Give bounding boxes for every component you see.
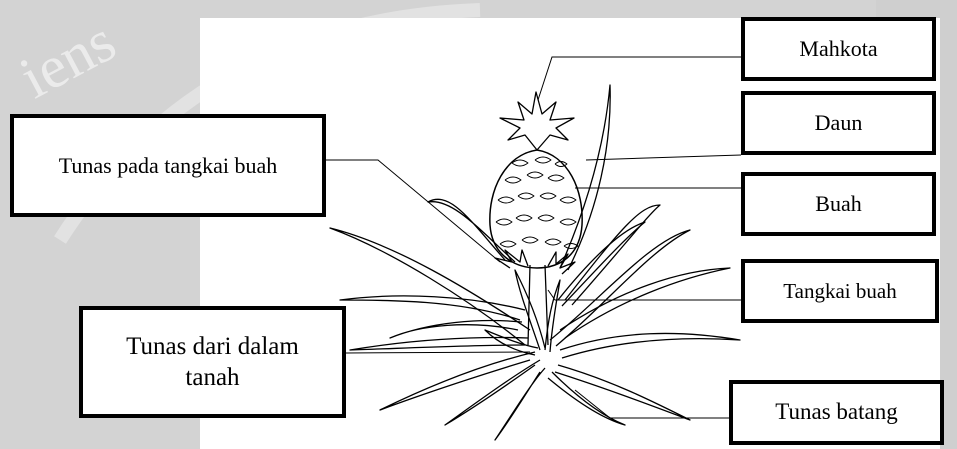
label-tangkai-buah-text: Tangkai buah	[783, 278, 896, 304]
leaf	[495, 368, 545, 440]
watermark-text: iens	[9, 7, 125, 111]
leaf	[428, 199, 515, 262]
leaf	[350, 338, 528, 351]
label-tunas-pada-tangkai-buah-text: Tunas pada tangkai buah	[59, 152, 278, 180]
label-tangkai-buah: Tangkai buah	[741, 259, 939, 323]
leaf	[548, 372, 625, 425]
leader-line-daun	[586, 155, 741, 160]
label-tunas-pada-tangkai-buah: Tunas pada tangkai buah	[10, 114, 326, 217]
leader-line-tunas-tangkai	[326, 160, 500, 262]
label-tunas-batang-text: Tunas batang	[775, 398, 897, 427]
label-tunas-dari-dalam-tanah-text: Tunas dari dalam tanah	[113, 331, 312, 394]
pineapple-fruit	[490, 150, 582, 268]
leader-line-tunas-tanah	[346, 352, 530, 353]
leaf	[445, 360, 540, 425]
label-daun: Daun	[741, 91, 936, 155]
label-mahkota-text: Mahkota	[799, 35, 877, 63]
leaf	[390, 321, 522, 338]
label-buah-text: Buah	[815, 190, 861, 218]
label-buah: Buah	[741, 172, 936, 236]
fruit-eyes	[496, 157, 578, 249]
leaf	[560, 268, 730, 338]
label-tunas-dari-dalam-tanah: Tunas dari dalam tanah	[79, 306, 346, 418]
crown	[500, 92, 574, 150]
label-tunas-batang: Tunas batang	[729, 380, 944, 445]
leaf	[560, 333, 740, 358]
label-daun-text: Daun	[815, 109, 863, 137]
leaf	[555, 365, 690, 420]
leaf	[560, 85, 610, 270]
leader-line-mahkota	[538, 57, 741, 100]
leaf	[550, 230, 690, 346]
label-mahkota: Mahkota	[741, 17, 936, 81]
pineapple-plant	[330, 85, 740, 440]
